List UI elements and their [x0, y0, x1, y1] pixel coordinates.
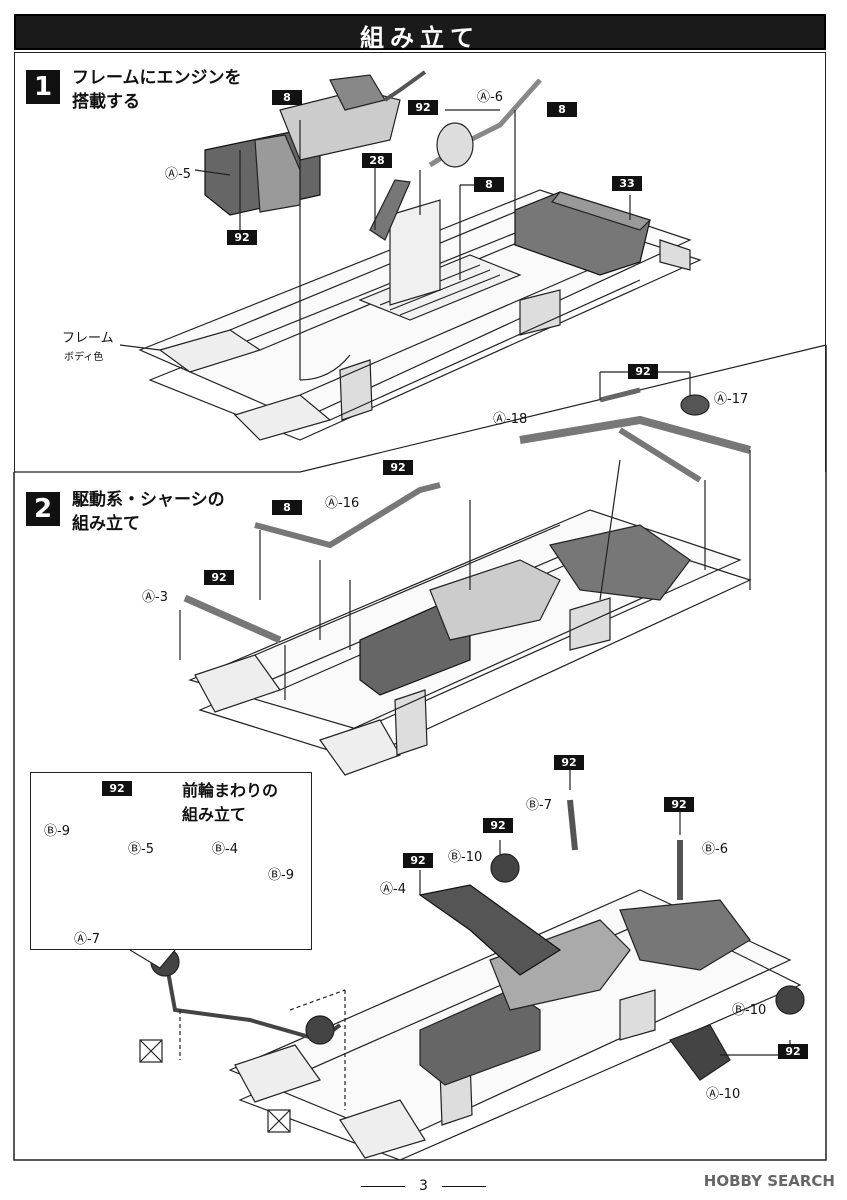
part-a4: Ⓐ-4 [380, 882, 406, 897]
part-b9a: Ⓑ-9 [44, 824, 70, 839]
step1-title-line1: フレームにエンジンを [72, 68, 242, 88]
engine-step2 [359, 524, 691, 696]
part-b6: Ⓑ-6 [702, 842, 728, 857]
tag-step3-92e: 92 [778, 1044, 808, 1059]
part-b9b: Ⓑ-9 [268, 868, 294, 883]
step2-title-line2: 組み立て [72, 514, 140, 534]
part-a10: Ⓐ-10 [706, 1087, 741, 1102]
tag-step1-8c: 8 [474, 177, 504, 192]
tag-step3-92a: 92 [554, 755, 584, 770]
engine-step3 [419, 899, 751, 1086]
part-a17: Ⓐ-17 [714, 392, 749, 407]
tag-step3-92b: 92 [664, 797, 694, 812]
part-b4: Ⓑ-4 [212, 842, 238, 857]
tag-step3-92c: 92 [483, 818, 513, 833]
step1-title-line2: 搭載する [72, 92, 140, 112]
part-b5: Ⓑ-5 [128, 842, 154, 857]
tag-step1-28: 28 [362, 153, 392, 168]
front-wheel-subassembly-box [30, 772, 312, 950]
part-a6: Ⓐ-6 [477, 90, 503, 105]
subassembly-title-line2: 組み立て [182, 805, 247, 824]
frame-color-note: ボディ色 [64, 352, 104, 363]
tag-step2-92c: 92 [204, 570, 234, 585]
part-a16: Ⓐ-16 [325, 496, 360, 511]
frame-label: フレーム [62, 331, 114, 346]
fuel-tank-step1 [514, 191, 691, 276]
watermark-logo: HOBBY SEARCH [703, 1172, 835, 1190]
tag-step1-33: 33 [612, 176, 642, 191]
part-b7: Ⓑ-7 [526, 798, 552, 813]
part-b10a: Ⓑ-10 [448, 850, 483, 865]
tag-step1-92a: 92 [408, 100, 438, 115]
tag-step2-92a: 92 [628, 364, 658, 379]
tag-step1-8a: 8 [272, 90, 302, 105]
engine-step1 [204, 74, 401, 216]
tag-step2-92b: 92 [383, 460, 413, 475]
page-number: 3 [419, 1178, 428, 1194]
step2-title-line1: 駆動系・シャーシの [72, 490, 225, 510]
page-footer: 3 [0, 1178, 847, 1194]
tag-step1-8b: 8 [547, 102, 577, 117]
part-a3: Ⓐ-3 [142, 590, 168, 605]
step2-number: 2 [26, 492, 60, 526]
step1-number: 1 [26, 70, 60, 104]
part-a7: Ⓐ-7 [74, 932, 100, 947]
tag-step1-92b: 92 [227, 230, 257, 245]
tag-step2-8: 8 [272, 500, 302, 515]
tag-sub-92: 92 [102, 781, 132, 796]
part-a18: Ⓐ-18 [493, 412, 528, 427]
subassembly-title-line1: 前輪まわりの [182, 781, 279, 800]
section-title: 組み立て [360, 24, 480, 52]
step-divider [14, 344, 827, 473]
section-banner: 組み立て [14, 14, 826, 52]
part-b10b: Ⓑ-10 [732, 1003, 767, 1018]
part-a5: Ⓐ-5 [165, 167, 191, 182]
tag-step3-92d: 92 [403, 853, 433, 868]
step1-panel [14, 52, 826, 472]
